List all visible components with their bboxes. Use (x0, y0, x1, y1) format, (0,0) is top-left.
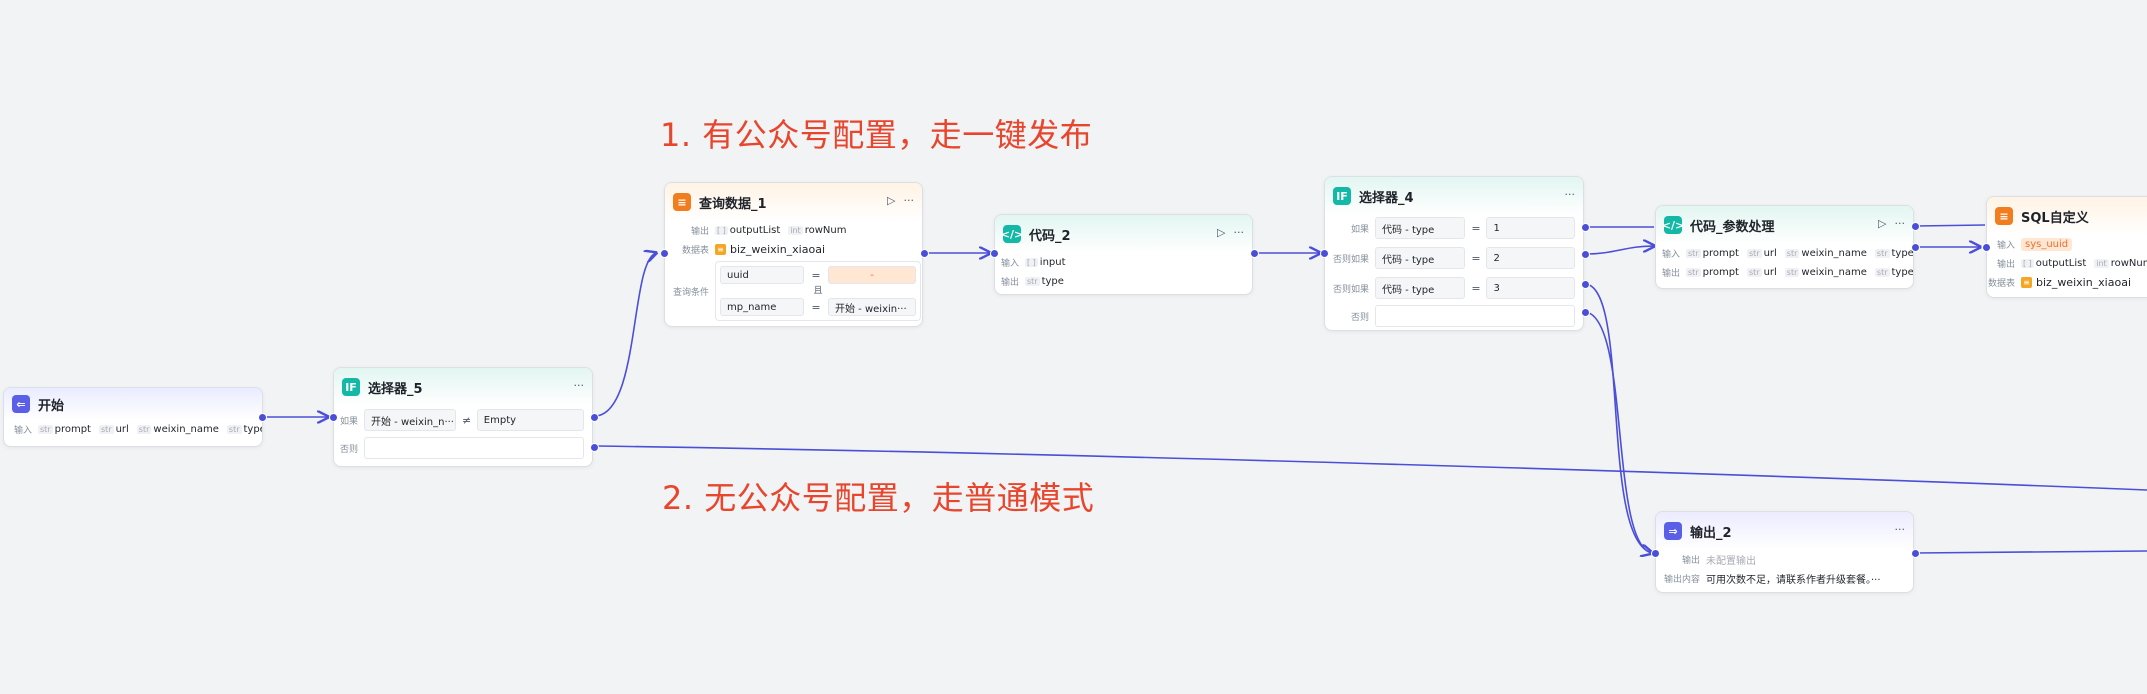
output-2-node[interactable]: ⇒ 输出_2 ··· 输出 未配置输出 输出内容 可用次数不足，请联系作者升级套… (1655, 511, 1914, 593)
annotation-normal-mode: 2. 无公众号配置，走普通模式 (662, 479, 1095, 517)
more-icon[interactable]: ··· (1894, 217, 1906, 230)
condition-right[interactable]: Empty (476, 409, 584, 431)
elseif-port[interactable] (1581, 280, 1590, 289)
database-icon: ≡ (673, 193, 691, 211)
output-port[interactable] (1911, 222, 1920, 231)
output-port[interactable] (1911, 243, 1920, 252)
code-icon: </> (1662, 216, 1684, 234)
output-icon: ⇒ (1664, 522, 1682, 540)
node-title: 开始 (38, 398, 65, 414)
else-box[interactable] (364, 437, 584, 459)
table-icon: ≡ (2021, 277, 2032, 288)
edge-codeparam-sql-1 (1915, 224, 1986, 227)
table-icon: ≡ (715, 244, 726, 255)
if-icon: IF (342, 378, 360, 396)
if-port[interactable] (1581, 223, 1590, 232)
more-icon[interactable]: ··· (1894, 523, 1906, 536)
more-icon[interactable]: ··· (573, 379, 585, 392)
else-port[interactable] (590, 443, 599, 452)
edge-sel4-output2-a (1585, 283, 1652, 553)
output-port[interactable] (258, 413, 267, 422)
more-icon[interactable]: ··· (1233, 226, 1245, 239)
start-icon: ⇐ (12, 395, 30, 413)
input-tag: sys_uuid (2021, 238, 2073, 251)
input-port[interactable] (660, 249, 669, 258)
edge-sel4-output2-b (1585, 311, 1653, 554)
else-port[interactable] (1581, 308, 1590, 317)
input-port[interactable] (1982, 243, 1991, 252)
query-conditions: uuid = - 且 mp_name = 开始 - weixin··· (715, 261, 921, 321)
input-port[interactable] (1320, 249, 1329, 258)
more-icon[interactable]: ··· (1564, 188, 1576, 201)
run-icon[interactable]: ▷ (1217, 226, 1226, 239)
database-icon: ≡ (1995, 207, 2013, 225)
elseif-port[interactable] (1581, 250, 1590, 259)
input-port[interactable] (329, 413, 338, 422)
run-icon[interactable]: ▷ (1878, 217, 1887, 230)
selector-5-node[interactable]: IF 选择器_5 ··· 如果 开始 - weixin_n··· ≠ Empty… (333, 367, 593, 467)
annotation-one-click-publish: 1. 有公众号配置，走一键发布 (660, 116, 1093, 154)
condition-left[interactable]: 开始 - weixin_n··· (364, 409, 457, 431)
edge-sel5-query1 (595, 253, 656, 417)
code-icon: </> (1001, 225, 1023, 243)
input-port[interactable] (1651, 549, 1660, 558)
else-box[interactable] (1375, 305, 1575, 327)
edge-output2-right (1914, 550, 2147, 554)
selector-4-node[interactable]: IF 选择器_4 ··· 如果 代码 - type = 1 否则如果 代码 - … (1324, 176, 1584, 331)
output-port[interactable] (1911, 549, 1920, 558)
more-icon[interactable]: ··· (903, 194, 915, 207)
sql-custom-node[interactable]: ≡ SQL自定义 输入 sys_uuid 输出 [ ]outputList in… (1986, 196, 2147, 298)
if-port[interactable] (590, 413, 599, 422)
run-icon[interactable]: ▷ (887, 194, 896, 207)
output-port[interactable] (1250, 249, 1259, 258)
if-icon: IF (1333, 187, 1351, 205)
edge-sel4-codeparam-2 (1585, 246, 1654, 255)
output-port[interactable] (920, 249, 929, 258)
input-port[interactable] (990, 249, 999, 258)
